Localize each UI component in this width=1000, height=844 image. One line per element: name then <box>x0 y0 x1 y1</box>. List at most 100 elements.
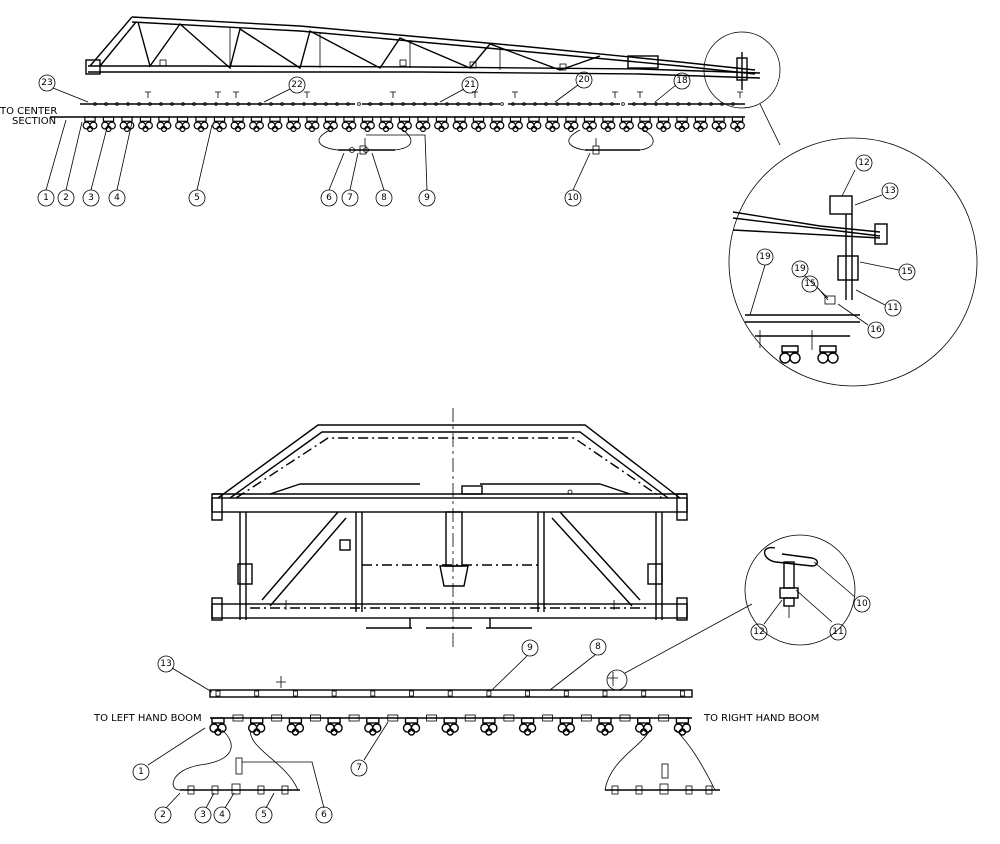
coupler <box>503 714 515 722</box>
pipe-clamp <box>467 102 471 106</box>
tee-fitting-icon <box>233 91 239 98</box>
nozzle-icon <box>209 717 227 736</box>
pipe-clamp <box>214 102 218 106</box>
tee-fitting-icon <box>737 91 743 98</box>
callout-6: 6 <box>320 152 345 207</box>
callout-b-13: 13 <box>157 655 213 693</box>
callout-b-5: 5 <box>255 792 275 824</box>
pipe-clamp <box>511 102 515 106</box>
nozzle-icon <box>267 116 283 133</box>
svg-text:2: 2 <box>63 193 69 203</box>
pipe-clamp <box>258 102 262 106</box>
pipe-clamp <box>192 102 196 106</box>
nozzle-icon <box>364 717 382 736</box>
pipe-clamp <box>687 102 691 106</box>
pipe-clamp <box>478 102 482 106</box>
nozzle-icon <box>489 116 505 133</box>
pipe-clamp <box>486 690 492 697</box>
pipe-clamp <box>291 102 295 106</box>
nozzle-icon <box>325 717 343 736</box>
nozzle-icon <box>635 717 653 736</box>
callout-b-4: 4 <box>213 792 235 824</box>
tee-fitting-icon <box>304 91 310 98</box>
note-to-center-line2: SECTION <box>12 116 56 127</box>
pipe-clamp <box>447 690 453 697</box>
hose-loop-bottom-right <box>604 729 720 795</box>
svg-text:8: 8 <box>381 193 387 203</box>
pipe-clamp <box>93 102 97 106</box>
coupler <box>464 714 476 722</box>
svg-text:8: 8 <box>595 642 601 652</box>
nozzle-icon <box>378 116 394 133</box>
nozzle-icon <box>323 116 338 133</box>
pipe-clamp <box>709 102 713 106</box>
coupler <box>309 714 321 722</box>
tee-fitting-icon <box>215 91 221 98</box>
svg-text:18: 18 <box>676 76 688 86</box>
hose-loop-2 <box>568 127 654 155</box>
nozzle-icon <box>619 116 634 133</box>
pipe-clamp <box>621 102 625 106</box>
svg-text:10: 10 <box>567 193 579 203</box>
pipe-clamp <box>170 102 174 106</box>
nozzle-icon <box>156 116 172 133</box>
svg-text:19: 19 <box>759 252 771 262</box>
svg-text:13: 13 <box>160 659 171 669</box>
pipe-clamp <box>434 102 438 106</box>
pipe-clamp <box>489 102 493 106</box>
nozzle-icon <box>286 116 301 133</box>
nozzle-icon <box>693 116 708 133</box>
hose-loop-bottom-left <box>172 729 300 795</box>
pipe-clamp <box>533 102 537 106</box>
svg-text:9: 9 <box>527 643 533 653</box>
pipe-clamp <box>555 102 559 106</box>
pipe-clamp <box>390 102 394 106</box>
nozzle-icon <box>471 116 486 133</box>
nozzle-icon <box>545 116 560 133</box>
nozzle-icon <box>563 116 579 133</box>
nozzle-icon <box>119 116 135 133</box>
nozzle-icon <box>674 116 690 133</box>
svg-text:23: 23 <box>41 78 52 88</box>
pipe-clamp <box>280 102 284 106</box>
pipe-clamp <box>610 102 614 106</box>
pipe-clamp <box>203 102 207 106</box>
svg-text:15: 15 <box>901 267 912 277</box>
pipe-clamp <box>632 102 636 106</box>
callouts-bottom: 1 2 3 4 5 6 7 <box>132 638 607 824</box>
svg-text:11: 11 <box>832 627 843 637</box>
callout-7: 7 <box>341 152 359 207</box>
callout-b-1: 1 <box>132 727 206 781</box>
tee-fitting-icon <box>612 91 618 98</box>
detail-a-callouts: 12 13 15 11 19 15 16 <box>749 154 916 339</box>
pipe-clamp <box>500 102 504 106</box>
center-frame <box>211 424 688 629</box>
svg-text:20: 20 <box>578 75 590 85</box>
pipe-clamp <box>137 102 141 106</box>
pipe-clamp <box>331 690 337 697</box>
callout-4: 4 <box>108 121 133 207</box>
pipe-clamp <box>401 102 405 106</box>
svg-text:1: 1 <box>43 193 49 203</box>
callout-9: 9 <box>366 134 436 207</box>
callout-2: 2 <box>57 121 83 207</box>
nozzle-icon <box>402 717 421 736</box>
pipe-clamp <box>654 102 658 106</box>
pipe-clamp <box>302 102 306 106</box>
pipe-clamp <box>269 102 273 106</box>
svg-text:6: 6 <box>321 810 327 820</box>
nozzle-icon <box>711 116 727 133</box>
pipe-clamp <box>148 102 152 106</box>
pipe-clamp <box>181 102 185 106</box>
nozzle-icon <box>415 116 431 133</box>
svg-text:4: 4 <box>114 193 120 203</box>
pipe-clamp <box>731 102 735 106</box>
tee-fitting-icon <box>390 91 396 98</box>
callout-10: 10 <box>564 152 591 207</box>
callout-a-15: 15 <box>801 275 829 301</box>
pipe-clamp <box>544 102 548 106</box>
svg-text:9: 9 <box>424 193 430 203</box>
pipe-clamp <box>409 690 414 697</box>
svg-text:12: 12 <box>858 158 869 168</box>
